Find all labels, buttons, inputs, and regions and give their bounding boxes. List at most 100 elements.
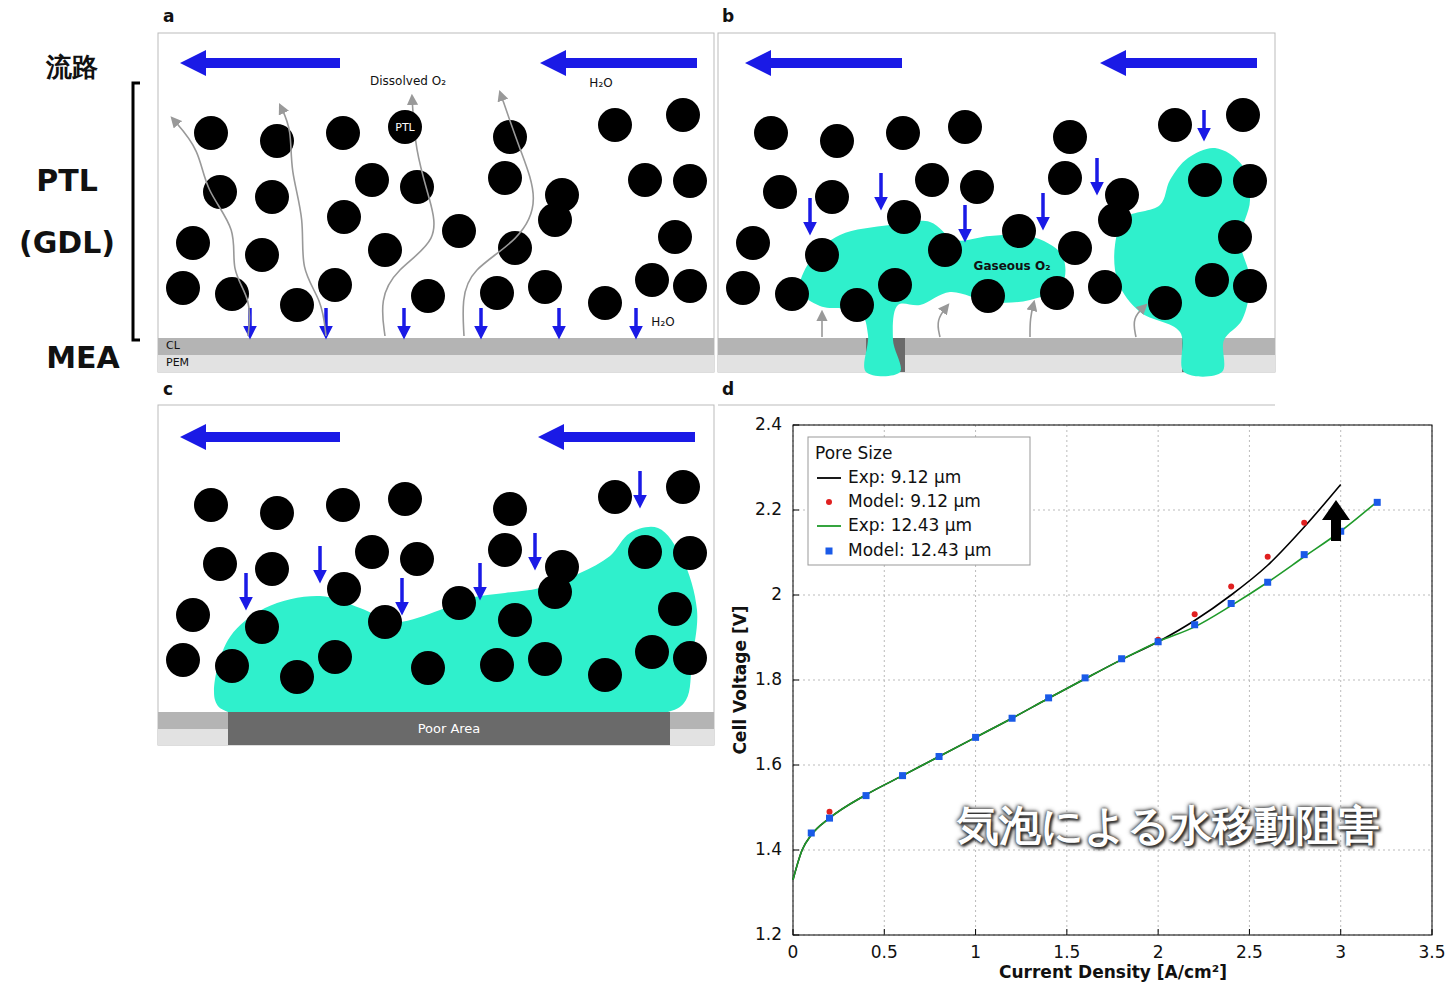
ptl-particle — [326, 116, 360, 150]
ptl-particle — [726, 271, 760, 305]
water-arrow — [808, 198, 812, 230]
ptl-particle — [194, 116, 228, 150]
model-point — [1155, 638, 1162, 645]
water-arrow — [318, 546, 322, 578]
model-point — [972, 734, 979, 741]
ptl-particle — [255, 180, 289, 214]
flow-arrow — [745, 50, 902, 76]
water-arrow — [557, 308, 561, 334]
model-point — [1264, 579, 1271, 586]
ptl-particle — [528, 642, 562, 676]
ptl-particle — [245, 238, 279, 272]
increase-arrow — [1322, 500, 1350, 541]
oxygen-path — [172, 118, 250, 336]
ptl-particle — [673, 641, 707, 675]
ptl-particle — [1233, 269, 1267, 303]
catalyst-layer — [158, 338, 714, 355]
legend-sample — [817, 477, 841, 479]
ptl-particle — [166, 271, 200, 305]
water-arrow — [963, 205, 967, 237]
flow-arrow — [1100, 50, 1257, 76]
ptl-particle — [878, 268, 912, 302]
text-label: 気泡による水移動阻害 — [951, 802, 1386, 850]
panel-frame — [158, 33, 714, 372]
tick-label: 2.4 — [755, 415, 782, 435]
ptl-particle — [598, 108, 632, 142]
flow-arrow — [538, 424, 695, 450]
ptl-particle — [411, 651, 445, 685]
ptl-particle — [488, 533, 522, 567]
ptl-particle — [442, 214, 476, 248]
node-text: Gaseous O₂ — [974, 259, 1051, 273]
node-text: PTL — [395, 121, 414, 134]
ptl-particle — [1226, 98, 1260, 132]
ptl-particle — [588, 658, 622, 692]
ptl-particle — [538, 203, 572, 237]
ptl-particle — [971, 279, 1005, 313]
grid-line — [793, 595, 1432, 596]
ptl-particle — [388, 482, 422, 516]
ptl-particle — [1053, 120, 1087, 154]
ptl-particle — [1195, 263, 1229, 297]
ptl-particle — [775, 277, 809, 311]
text-label: Current Density [A/cm²] — [999, 963, 1227, 983]
oxygen-path — [1030, 302, 1034, 337]
model-point — [827, 809, 833, 815]
oxygen-path — [938, 305, 948, 337]
water-arrow — [1041, 193, 1045, 225]
tick-label: 3.5 — [1418, 943, 1445, 963]
ptl-particle — [480, 276, 514, 310]
text-label: Cell Voltage [V] — [731, 605, 751, 754]
text-label: Pore Size — [815, 444, 892, 464]
model-point — [1191, 621, 1198, 628]
tick-label: 2.5 — [1236, 943, 1263, 963]
ptl-particle — [280, 288, 314, 322]
ptl-particle — [840, 288, 874, 322]
ptl-particle — [673, 536, 707, 570]
ptl-particle — [1058, 231, 1092, 265]
legend-entry: Exp: 12.43 µm — [848, 516, 972, 536]
water-arrow — [879, 173, 883, 205]
ptl-particle — [493, 492, 527, 526]
tick — [793, 595, 799, 596]
water-arrow — [533, 533, 537, 565]
ptl-particle: PTL — [388, 110, 422, 144]
membrane-layer — [158, 355, 714, 372]
ptl-particle — [635, 263, 669, 297]
ptl-particle — [658, 220, 692, 254]
oxygen-path — [463, 92, 533, 336]
tick — [793, 850, 799, 851]
gas-label: Gaseous O₂ — [971, 257, 1054, 275]
model-point — [1228, 600, 1235, 607]
ptl-particle — [948, 110, 982, 144]
model-point — [1082, 674, 1089, 681]
ptl-particle — [673, 269, 707, 303]
model-point — [1118, 655, 1125, 662]
ptl-particle — [166, 643, 200, 677]
grid-line — [793, 680, 1432, 681]
ptl-particles — [166, 98, 1267, 694]
text-label: H₂O — [651, 316, 674, 330]
ptl-particle — [666, 98, 700, 132]
water-arrow — [400, 578, 404, 610]
model-points — [808, 499, 1381, 837]
tick — [793, 680, 799, 681]
ptl-particle — [598, 480, 632, 514]
ptl-particle — [763, 175, 797, 209]
model-point — [1374, 499, 1381, 506]
tick — [1066, 929, 1067, 935]
legend-entry: Model: 12.43 µm — [848, 541, 992, 561]
panel-letter: c — [163, 380, 173, 400]
ptl-particle — [1048, 161, 1082, 195]
model-point — [826, 815, 833, 822]
ptl-particle — [215, 649, 249, 683]
ptl-particle — [327, 200, 361, 234]
grid-line — [1066, 425, 1067, 935]
flow-arrow — [540, 50, 697, 76]
flow-arrow — [180, 50, 340, 76]
ptl-particle — [628, 535, 662, 569]
ptl-particle — [355, 535, 389, 569]
ptl-particle — [805, 238, 839, 272]
text-label: H₂O — [589, 77, 612, 91]
ptl-particle — [176, 226, 210, 260]
